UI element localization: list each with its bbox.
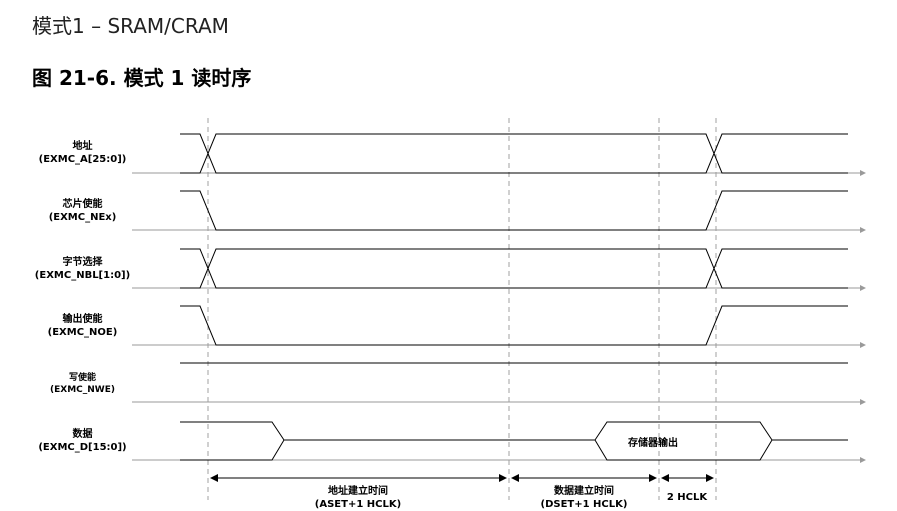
interval-label-data-setup: 数据建立时间 (DSET+1 HCLK) [540,486,628,510]
signal-label-chip-enable: 芯片使能 (EXMC_NEx) [48,199,117,223]
section-heading: 模式1 – SRAM/CRAM [32,14,229,38]
memory-output-label: 存储器输出 [628,438,678,449]
figure-title: 图 21-6. 模式 1 读时序 [32,66,252,90]
signal-label-data: 数据 (EXMC_D[15:0]) [38,429,127,453]
signal-label-output-enable: 输出使能 (EXMC_NOE) [47,314,118,338]
signal-label-address: 地址 (EXMC_A[25:0]) [38,141,127,165]
baseline-axes [132,170,866,463]
signal-label-byte-select: 字节选择 (EXMC_NBL[1:0]) [34,257,131,281]
signal-label-write-enable: 写使能 (EXMC_NWE) [50,373,115,395]
waveform-output-enable [180,305,848,346]
waveform-byte-select [180,248,848,289]
waveform-data [180,421,848,461]
memory-output-window [594,421,773,461]
interval-label-address-setup: 地址建立时间 (ASET+1 HCLK) [314,486,402,510]
waveform-chip-enable [180,190,848,231]
waveform-address [180,133,848,174]
timing-guides [207,118,717,500]
interval-label-2hclk: 2 HCLK [666,492,708,503]
